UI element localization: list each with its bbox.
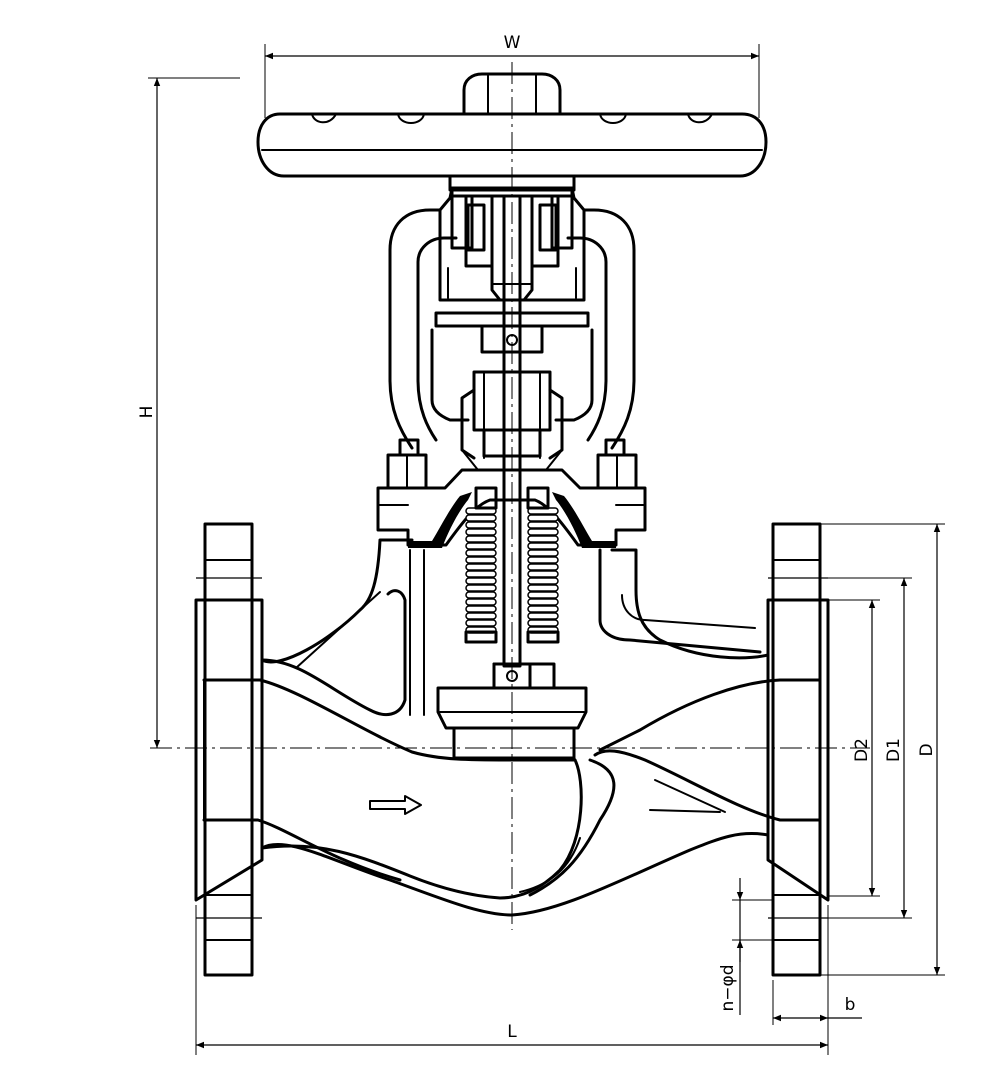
dim-bolt-label: n−φd (718, 964, 738, 1011)
dim-l-label: L (507, 1022, 517, 1042)
flow-arrow-icon (369, 795, 422, 815)
bellows-coil (527, 542, 559, 550)
bellows-coil (465, 598, 497, 606)
bellows-coil (527, 556, 559, 564)
bellows-coil (465, 535, 497, 543)
bellows-coil (527, 619, 559, 627)
bellows-coil (465, 577, 497, 585)
dim-d2-label: D2 (852, 738, 872, 762)
bellows-coil (527, 528, 559, 536)
bellows-coil (527, 514, 559, 522)
dim-b-label: b (845, 995, 856, 1015)
bellows-coil (465, 528, 497, 536)
bellows-coil (527, 612, 559, 620)
dim-d-label: D (917, 743, 937, 756)
bellows-coil (465, 549, 497, 557)
bellows-coil (527, 521, 559, 529)
valve-body (194, 522, 830, 977)
bellows-coil (465, 542, 497, 550)
dim-w-label: W (504, 33, 521, 53)
bellows-coil (465, 619, 497, 627)
bellows-coil (527, 598, 559, 606)
bellows-coil (527, 549, 559, 557)
bellows-coil (527, 584, 559, 592)
stem-bellows (464, 194, 560, 668)
bellows-coil (527, 535, 559, 543)
valve-disc (436, 662, 588, 760)
bonnet (376, 186, 647, 548)
bellows-coil (527, 570, 559, 578)
bellows-coil (527, 577, 559, 585)
dim-h-label: H (137, 406, 157, 419)
dimensions: W H L D D1 D2 n−φd (137, 33, 945, 1055)
bellows-coil (465, 591, 497, 599)
bellows-coil (465, 514, 497, 522)
bellows-coil (527, 591, 559, 599)
center-lines (150, 62, 870, 930)
bellows-coil (465, 570, 497, 578)
bellows-coil (465, 605, 497, 613)
handwheel (256, 72, 768, 192)
bellows-coil (465, 563, 497, 571)
bellows-coil (465, 612, 497, 620)
bellows-coil (465, 584, 497, 592)
bellows-coil (527, 563, 559, 571)
bellows-coil (465, 521, 497, 529)
bellows-coil (465, 556, 497, 564)
dim-d1-label: D1 (884, 738, 904, 762)
bellows-coil (527, 605, 559, 613)
